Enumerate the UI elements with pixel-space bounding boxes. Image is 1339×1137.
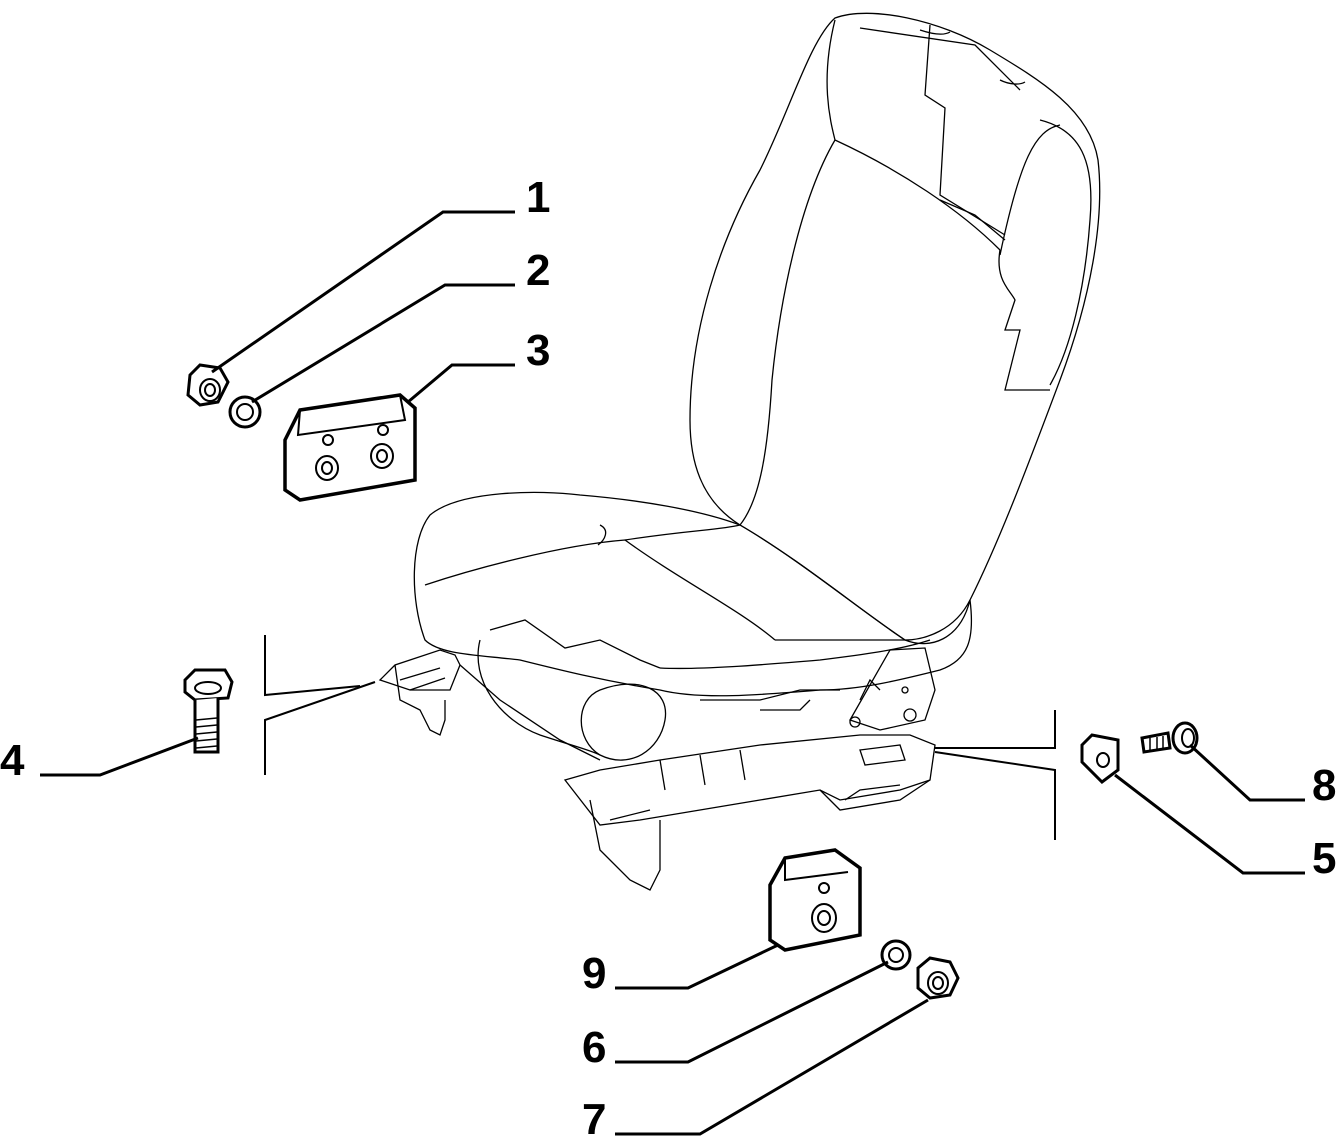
callout-9: 9 (582, 949, 606, 998)
nut-part-1 (186, 363, 230, 407)
callout-5: 5 (1312, 834, 1336, 883)
seat-assembly (378, 12, 1101, 891)
lower-seat-rail (563, 734, 936, 826)
leader-5 (1114, 773, 1305, 875)
square-nut-part-5 (1080, 733, 1120, 784)
plate-part-9 (768, 848, 862, 952)
seat-backrest (689, 12, 1101, 641)
leader-3 (407, 363, 515, 404)
washer-part-6 (880, 939, 912, 971)
callout-numbers: 1 2 3 4 5 6 7 8 9 (0, 173, 1336, 1137)
callout-7: 7 (582, 1095, 606, 1137)
leader-2 (251, 283, 515, 404)
callout-2: 2 (526, 246, 550, 295)
callout-3: 3 (526, 326, 550, 375)
leader-lines (40, 210, 1305, 1136)
leader-9 (615, 943, 779, 990)
washer-part-2 (228, 395, 262, 429)
small-bolt-part-8 (1140, 721, 1199, 755)
leader-7 (615, 998, 929, 1136)
bolt-part-4 (183, 668, 234, 754)
nut-part-7 (916, 956, 960, 1000)
callout-1: 1 (526, 173, 550, 222)
left-seat-track (378, 649, 461, 691)
leader-8 (1188, 743, 1305, 802)
leader-6 (615, 960, 889, 1064)
recliner-mechanism (849, 647, 936, 731)
seat-cushion (413, 491, 973, 697)
callout-6: 6 (582, 1023, 606, 1072)
callout-8: 8 (1312, 761, 1336, 810)
leader-4 (40, 736, 199, 777)
leader-1 (211, 210, 515, 374)
left-mount-bracket-marker (264, 635, 376, 775)
right-mount-bracket-marker (934, 710, 1056, 840)
plate-part-3 (283, 393, 417, 502)
callout-4: 4 (0, 736, 25, 785)
